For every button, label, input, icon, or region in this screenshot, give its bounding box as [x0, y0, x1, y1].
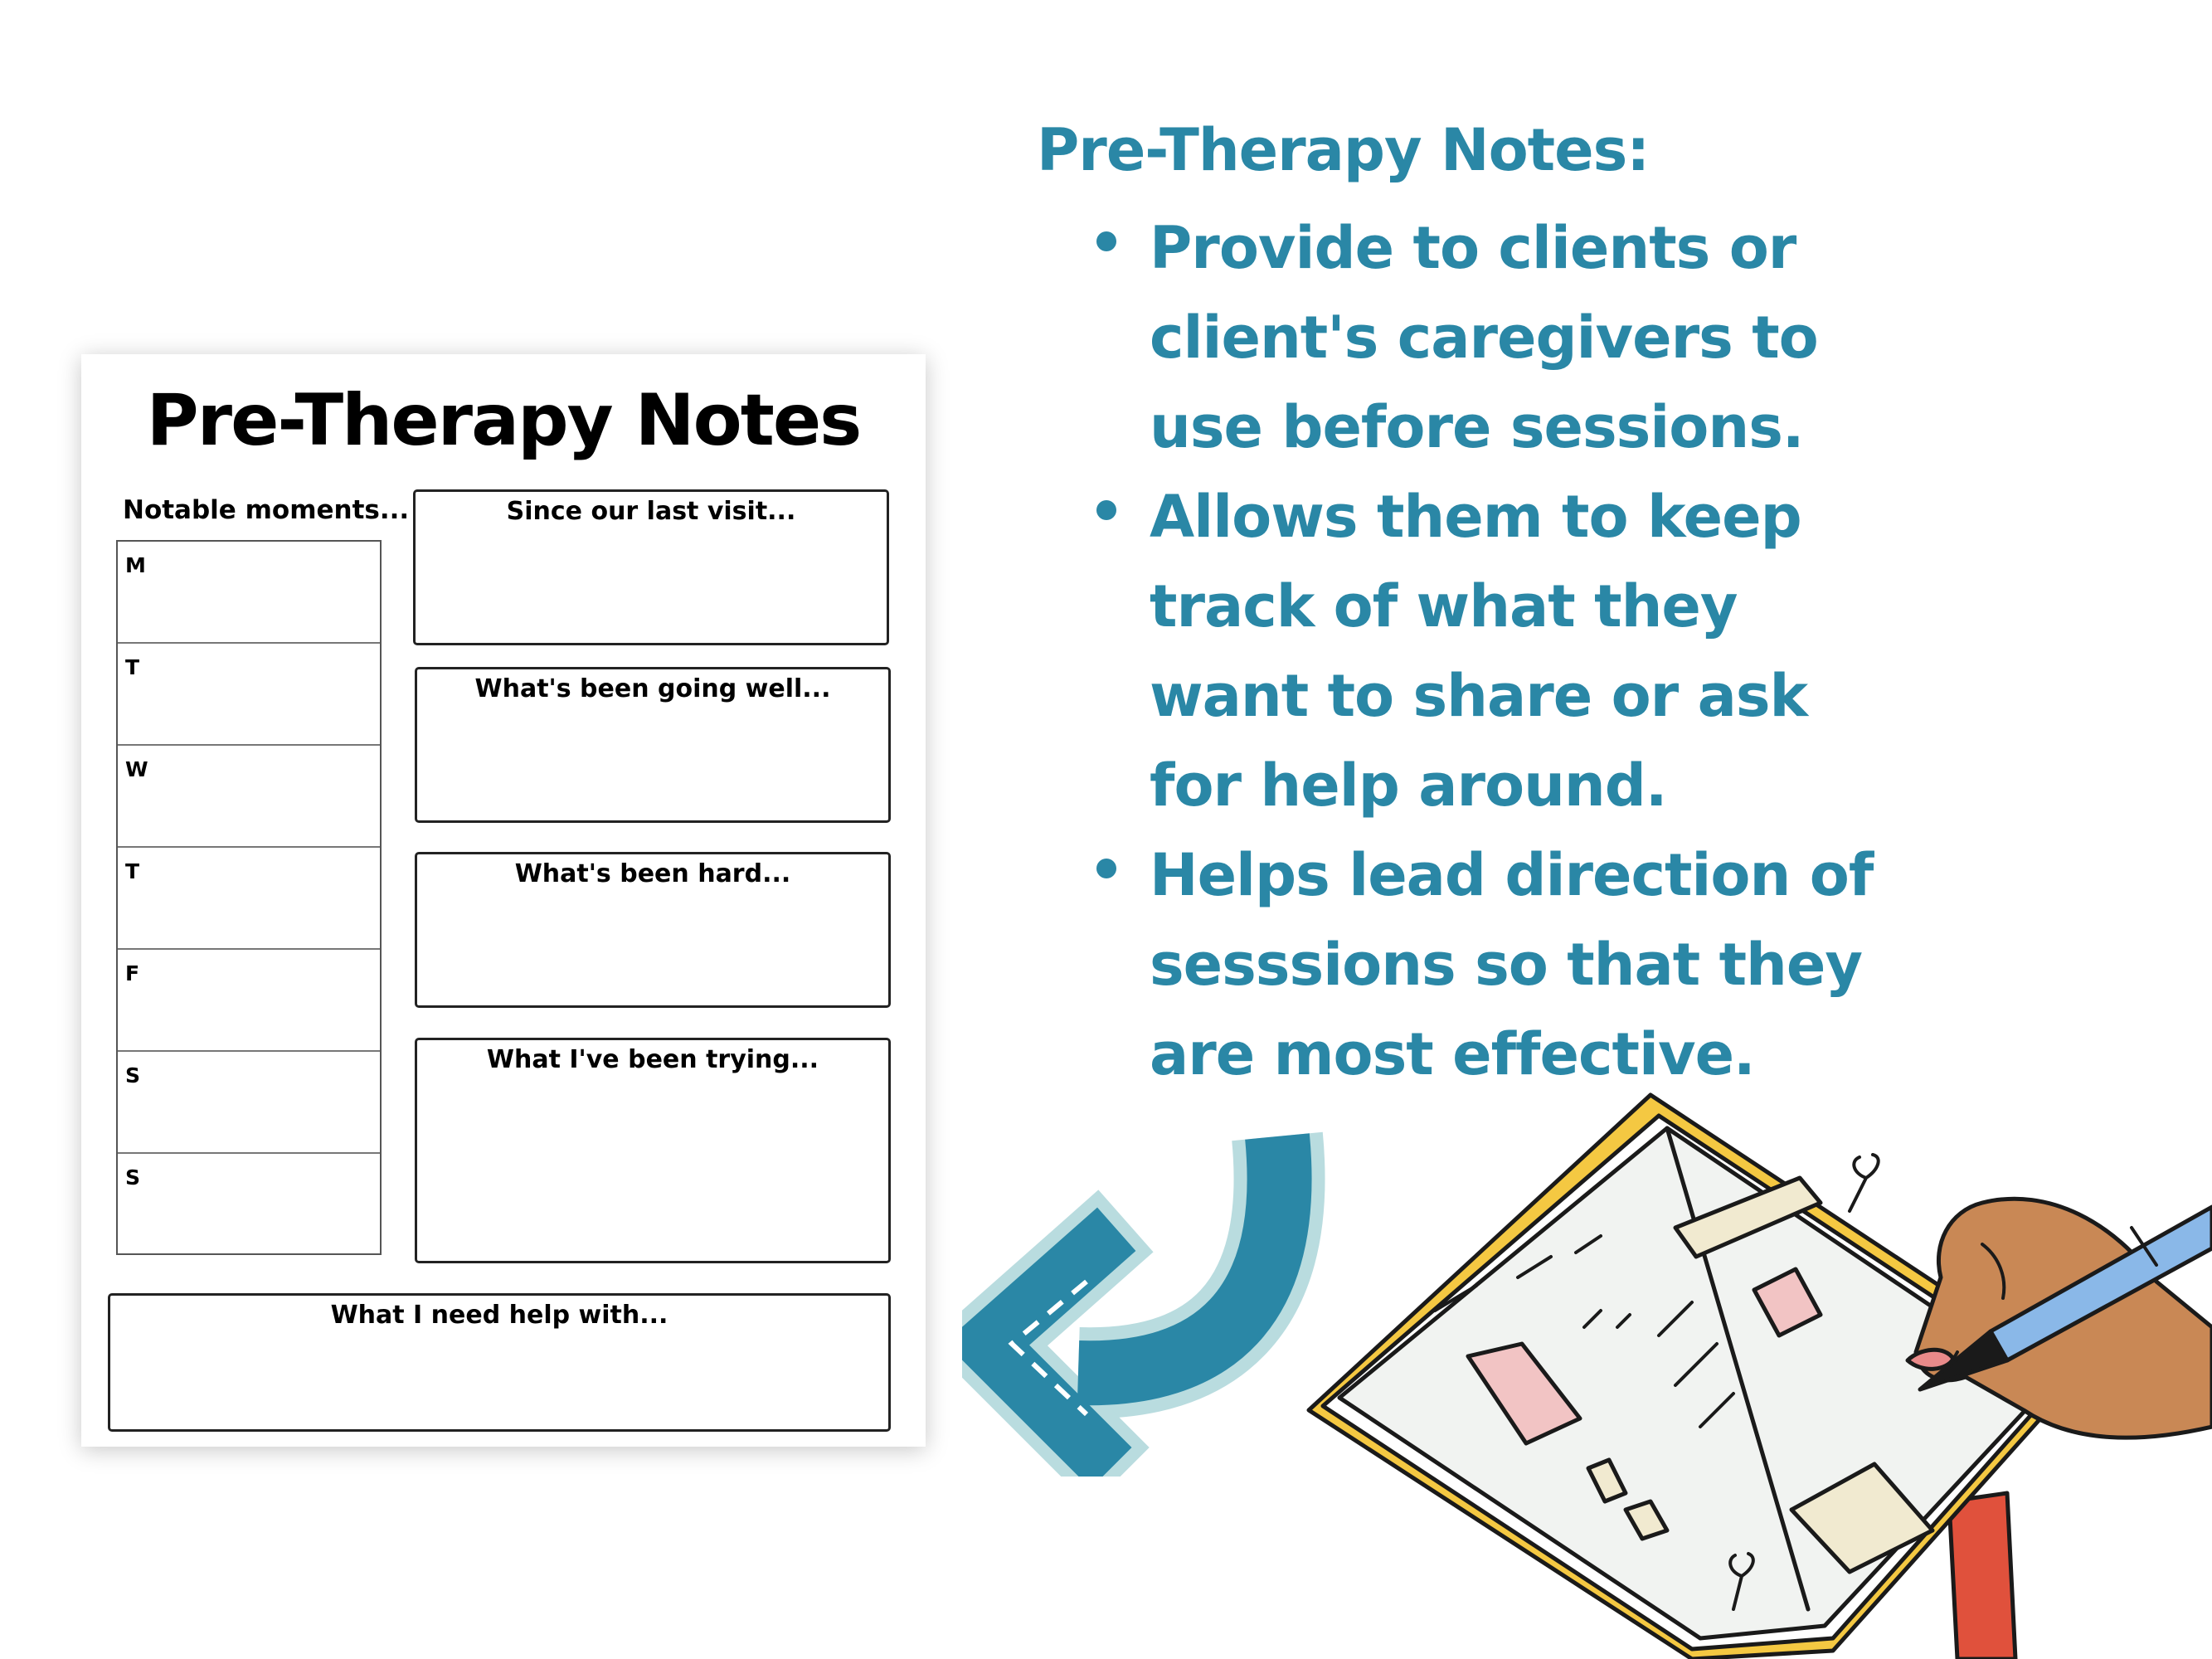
info-bullet-list: Provide to clients or client's caregiver… — [1095, 203, 2173, 1099]
bullet-dot-icon — [1096, 859, 1116, 878]
bullet-line: Provide to clients or — [1150, 214, 1796, 282]
bullet-dot-icon — [1096, 231, 1116, 251]
day-row: W — [118, 746, 380, 848]
been-trying-box: What I've been trying... — [415, 1038, 891, 1263]
box-label: What's been hard... — [514, 859, 791, 888]
box-label: Since our last visit... — [506, 497, 796, 526]
bullet-item: Allows them to keep track of what they w… — [1095, 472, 2173, 830]
bullet-line: use before sessions. — [1150, 393, 1805, 461]
bullet-line: want to share or ask — [1150, 662, 1808, 730]
bullet-line: track of what they — [1150, 572, 1738, 640]
day-row: T — [118, 644, 380, 746]
bullet-item: Helps lead direction of sesssions so tha… — [1095, 830, 2173, 1099]
box-label: What I've been trying... — [486, 1045, 819, 1074]
bullet-line: client's caregivers to — [1150, 304, 1819, 372]
day-letter: S — [125, 1063, 141, 1087]
going-well-box: What's been going well... — [415, 667, 891, 823]
worksheet-title: Pre-Therapy Notes — [146, 379, 863, 462]
bookmark-ribbon — [1947, 1491, 2018, 1659]
bullet-item: Provide to clients or client's caregiver… — [1095, 203, 2173, 472]
day-row: M — [118, 542, 380, 644]
day-row: S — [118, 1052, 380, 1154]
need-help-box: What I need help with... — [108, 1293, 891, 1432]
day-letter: T — [125, 859, 140, 883]
bullet-line: are most effective. — [1150, 1020, 1756, 1088]
day-row: T — [118, 848, 380, 950]
since-last-visit-box: Since our last visit... — [413, 489, 889, 645]
box-label: What I need help with... — [330, 1301, 668, 1330]
bullet-dot-icon — [1096, 500, 1116, 520]
day-letter: M — [125, 553, 146, 577]
day-letter: T — [125, 655, 140, 679]
day-row: S — [118, 1154, 380, 1256]
notable-moments-heading: Notable moments... — [123, 495, 410, 525]
box-label: What's been going well... — [474, 674, 831, 703]
info-heading: Pre-Therapy Notes: — [1037, 116, 1650, 184]
been-hard-box: What's been hard... — [415, 852, 891, 1008]
curved-arrow-icon — [962, 1131, 1325, 1477]
hand-writing-in-journal-illustration — [1306, 1092, 2212, 1659]
day-letter: F — [125, 961, 140, 985]
worksheet-preview: Pre-Therapy Notes Notable moments... M T… — [81, 354, 926, 1447]
day-letter: W — [125, 757, 148, 781]
bullet-line: for help around. — [1150, 752, 1667, 820]
day-letter: S — [125, 1165, 141, 1190]
bullet-line: Helps lead direction of — [1150, 841, 1874, 909]
weekday-grid: M T W T F S S — [116, 540, 382, 1255]
day-row: F — [118, 950, 380, 1052]
bullet-line: sesssions so that they — [1150, 931, 1863, 999]
bullet-line: Allows them to keep — [1150, 483, 1802, 551]
